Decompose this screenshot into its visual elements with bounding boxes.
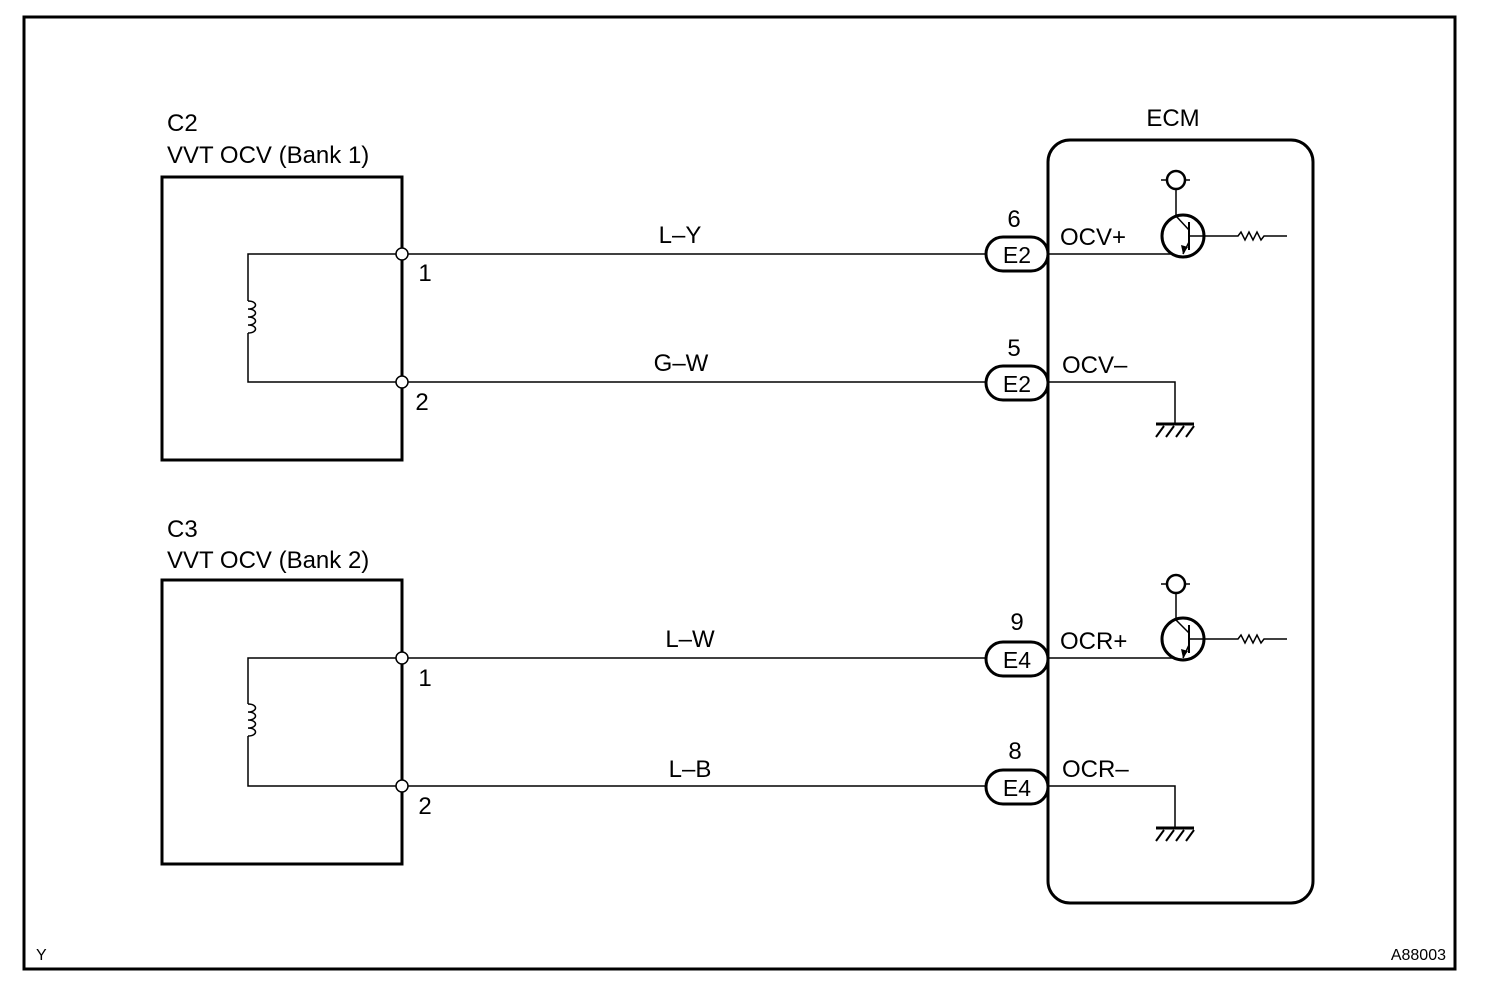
component-c3: C3 VVT OCV (Bank 2) (160, 516, 404, 866)
ecm-box (1046, 138, 1315, 905)
coil-circuit (247, 333, 402, 383)
pin-number: 5 (1007, 335, 1020, 362)
ecm-title: ECM (1146, 105, 1199, 132)
component-name: VVT OCV (Bank 1) (167, 142, 369, 169)
wire-color-label: G–W (654, 350, 709, 377)
connector-label: E2 (1003, 242, 1031, 268)
figure-id: A88003 (1391, 947, 1446, 964)
component-box (160, 578, 404, 866)
power-source-icon (1161, 573, 1190, 620)
signal-label: OCV– (1062, 352, 1128, 379)
wire-color-label: L–Y (659, 222, 702, 249)
power-source-icon (1161, 169, 1190, 216)
ground-icon (1155, 422, 1195, 438)
resistor-icon (1204, 230, 1287, 242)
coil-circuit (247, 253, 402, 301)
connector-label: E2 (1003, 371, 1031, 397)
terminal-dot (395, 247, 409, 261)
terminal-dot (395, 651, 409, 665)
terminal-number: 1 (418, 665, 431, 692)
terminal-number: 1 (418, 260, 431, 287)
coil-circuit (247, 736, 402, 787)
coil-circuit (247, 657, 402, 704)
terminal-dot (395, 779, 409, 793)
component-code: C2 (167, 110, 198, 137)
transistor-icon (1160, 213, 1206, 259)
signal-label: OCV+ (1060, 224, 1126, 251)
terminal-number: 2 (418, 793, 431, 820)
connector-label: E4 (1003, 775, 1031, 801)
ecm-driver-ocr (1160, 573, 1287, 662)
transistor-icon (1160, 616, 1206, 662)
connector-badge (984, 640, 1050, 678)
corner-label: Y (36, 947, 47, 964)
pin-number: 6 (1007, 206, 1020, 233)
connector-badge (984, 768, 1050, 806)
component-code: C3 (167, 516, 198, 543)
ecm-driver-ocv (1160, 169, 1287, 259)
terminal-dot (395, 375, 409, 389)
signal-label: OCR– (1062, 756, 1129, 783)
pin-number: 8 (1008, 738, 1021, 765)
diagram-frame (22, 15, 1457, 971)
connector-badge (984, 364, 1050, 402)
connector-label: E4 (1003, 647, 1031, 673)
solenoid-coil-icon (247, 703, 257, 737)
component-box (160, 175, 404, 462)
wire-g-w: 2 G–W 5 E2 OCV– (395, 335, 1195, 438)
wire-l-b: 2 L–B 8 E4 OCR– (395, 738, 1195, 842)
wire-l-w: 1 L–W 9 E4 OCR+ (395, 609, 1183, 692)
connector-badge (984, 235, 1050, 273)
resistor-icon (1204, 633, 1287, 645)
wire-l-y: 1 L–Y 6 E2 OCV+ (395, 206, 1183, 287)
solenoid-coil-icon (247, 300, 257, 334)
wire-color-label: L–W (665, 626, 715, 653)
wire-color-label: L–B (669, 756, 712, 783)
pin-number: 9 (1010, 609, 1023, 636)
component-name: VVT OCV (Bank 2) (167, 547, 369, 574)
component-c2: C2 VVT OCV (Bank 1) (160, 110, 404, 462)
terminal-number: 2 (415, 389, 428, 416)
ground-icon (1155, 826, 1195, 842)
signal-label: OCR+ (1060, 628, 1127, 655)
